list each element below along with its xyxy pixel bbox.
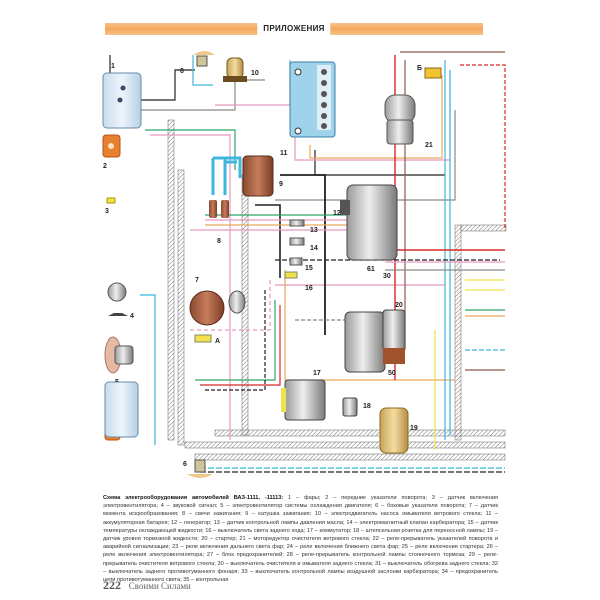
component-21-wiper-motor: Б 21	[384, 65, 442, 149]
component-20-starter: 20 50	[344, 302, 406, 377]
component-10-washer-pump: 10	[223, 57, 259, 82]
label-10: 10	[251, 70, 259, 77]
caption-title: Схема электрооборудования автомобилей ВА…	[103, 495, 284, 501]
page-footer: 222 Своими Силами	[103, 578, 191, 593]
section-header-bar: ПРИЛОЖЕНИЯ	[105, 23, 483, 35]
label-14: 14	[310, 245, 318, 252]
label-9: 9	[279, 181, 283, 188]
component-17-switch-unit: 17	[281, 370, 326, 421]
section-title: ПРИЛОЖЕНИЯ	[257, 23, 331, 35]
component-18-lamp-socket: 18	[342, 397, 371, 417]
brand-logo: Своими Силами	[128, 581, 191, 591]
figure-caption: Схема электрооборудования автомобилей ВА…	[103, 494, 498, 584]
component-6-side-indicator-top: 6	[180, 51, 215, 75]
component-16-reverse-light-switch: 16	[284, 271, 313, 292]
component-1-headlamp-bottom	[104, 381, 139, 438]
label-50: 50	[388, 370, 396, 377]
component-9-ignition-coil: 9	[242, 155, 283, 197]
component-8-spark-plugs: 8	[209, 156, 242, 245]
component-1-headlamp-top: 1	[102, 63, 142, 129]
label-19: 19	[410, 425, 418, 432]
label-12: 12	[333, 210, 341, 217]
component-14-carb-valve: 14	[289, 237, 318, 252]
label-1: 1	[111, 63, 115, 70]
component-3-fan-sensor: 3	[105, 197, 116, 215]
label-a: А	[215, 338, 220, 345]
component-6-side-indicator-bottom: 6	[183, 459, 213, 478]
component-13-oil-pressure-sensor: 13	[289, 219, 318, 234]
component-19-brake-fluid-sensor: 19	[379, 407, 418, 454]
label-6: 6	[180, 68, 184, 75]
label-21: 21	[425, 142, 433, 149]
component-2-turn-signal-top: 2	[102, 134, 121, 170]
label-2: 2	[103, 163, 107, 170]
label-3: 3	[105, 208, 109, 215]
component-5-cooling-fan: 5	[104, 336, 134, 386]
component-15-coolant-temp-sensor: 15	[289, 257, 313, 272]
label-6-bottom: 6	[183, 461, 187, 468]
label-61: 61	[367, 266, 375, 273]
label-b: Б	[417, 65, 422, 72]
label-30: 30	[383, 273, 391, 280]
label-16: 16	[305, 285, 313, 292]
label-8: 8	[217, 238, 221, 245]
label-18: 18	[363, 403, 371, 410]
wiring-diagram: 1 2 3 4 5 6 6	[102, 51, 507, 478]
caption-body: 1 – фары; 2 – передние указатели поворот…	[103, 495, 498, 584]
component-12-alternator: 12 61 30	[333, 184, 398, 280]
component-11-battery: 11	[280, 61, 336, 157]
page-number: 222	[103, 578, 121, 592]
label-4: 4	[130, 313, 134, 320]
label-7: 7	[195, 277, 199, 284]
label-20: 20	[395, 302, 403, 309]
label-11: 11	[280, 150, 288, 157]
label-13: 13	[310, 227, 318, 234]
component-7-distributor: 7 А	[189, 277, 246, 345]
label-17: 17	[313, 370, 321, 377]
label-15: 15	[305, 265, 313, 272]
component-4-horn: 4	[107, 282, 134, 320]
